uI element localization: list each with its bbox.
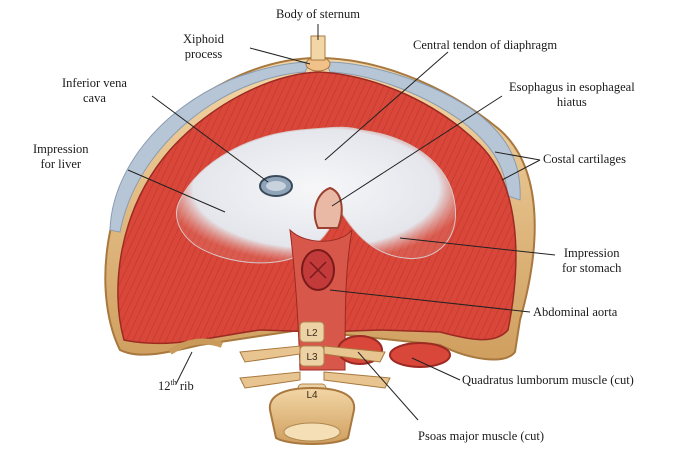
label-liver-line2: for liver [40,157,82,171]
vertebra-l3 [299,345,325,367]
label-inferior-vena-cava: Inferior vena cava [62,76,127,106]
rib-12 [168,338,224,355]
vertebra-label-l2: L2 [306,328,318,339]
central-tendon [176,126,457,264]
vertebra-label-l3: L3 [306,352,318,363]
label-12th-rib: 12th rib [158,377,194,394]
quadratus-cut [389,342,451,368]
label-esophagus-line1: Esophagus in esophageal [509,80,635,94]
label-impression-liver: Impression for liver [33,142,89,172]
label-xiphoid-line1: Xiphoid [183,32,224,46]
label-xiphoid-line2: process [184,47,223,61]
costal-cartilage-right [325,61,521,201]
label-rib-number: 12 [158,379,171,393]
vertebra-l2 [299,321,325,343]
label-ivc-line2: cava [83,91,106,105]
esophageal-hiatus [313,186,343,229]
label-abdominal-aorta: Abdominal aorta [533,305,618,319]
label-stomach-line2: for stomach [562,261,622,275]
label-liver-line1: Impression [33,142,89,156]
label-central-tendon: Central tendon of diaphragm [413,38,558,52]
label-costal-cartilages: Costal cartilages [543,152,626,166]
vertebra-label-l4: L4 [306,390,318,401]
label-impression-stomach: Impression for stomach [562,246,621,276]
leader-lines [127,24,556,421]
label-quadratus-lumborum: Quadratus lumborum muscle (cut) [462,373,634,387]
label-stomach-line1: Impression [563,246,620,260]
label-rib-word: rib [176,379,194,393]
label-ivc-line1: Inferior vena [62,76,127,90]
label-esophagus: Esophagus in esophageal hiatus [509,80,635,110]
transverse-processes [239,345,391,389]
label-rib-suffix: th [170,377,177,387]
label-xiphoid-process: Xiphoid process [183,32,224,62]
label-psoas-major: Psoas major muscle (cut) [418,429,545,443]
label-esophagus-line2: hiatus [556,95,587,109]
label-body-of-sternum: Body of sternum [276,7,361,21]
